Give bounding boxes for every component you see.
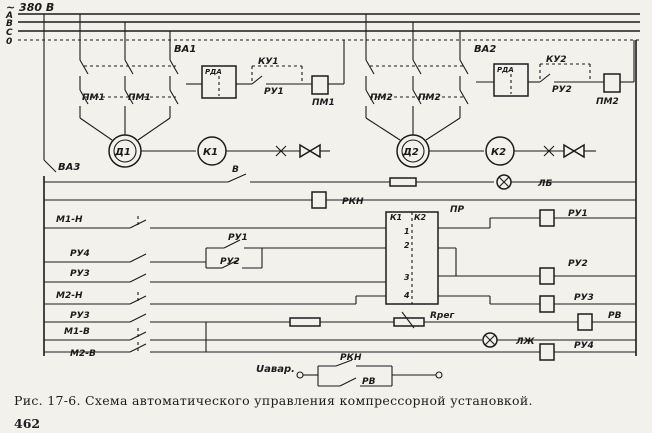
page-number: 462	[14, 416, 41, 431]
coil-ru1-label: РУ1	[568, 209, 588, 219]
coil-ru2	[539, 267, 555, 285]
switch-m2v-label: М2-В	[70, 349, 96, 359]
phase-0-label: 0	[6, 37, 12, 47]
rreg-label: Rрег	[430, 311, 454, 321]
switch-m2n-label: М2-Н	[56, 291, 83, 301]
unit2-breaker-label: ВА2	[474, 44, 496, 55]
unit2-motor-label: Д2	[402, 147, 419, 158]
unit1-breaker-label: ВА1	[174, 44, 196, 55]
switch-m1v-label: М1-В	[64, 327, 90, 337]
power-buses: ~ 380 В А В С 0	[5, 1, 640, 47]
terminal-4: 4	[403, 291, 410, 300]
unit1-rda-label: РДА	[205, 68, 222, 76]
coil-ru4-label: РУ4	[574, 341, 594, 351]
unit2-rda-label: РДА	[497, 66, 514, 74]
contact-ru4-label: РУ4	[70, 249, 90, 259]
switch-b-label: В	[232, 165, 239, 175]
rkn-coil-label: РКН	[342, 197, 364, 207]
phase-b-label: В	[6, 19, 13, 29]
coil-rv	[577, 313, 593, 331]
figure-caption: Рис. 17-6. Схема автоматического управле…	[14, 393, 533, 408]
unit1-coil	[311, 75, 329, 95]
lamp-lb-label: ЛБ	[537, 179, 552, 189]
rv-contact-label: РВ	[362, 377, 376, 387]
unit1-rda-box	[201, 65, 237, 99]
coil-ru3	[539, 295, 555, 313]
coil-ru3-label: РУ3	[574, 293, 594, 303]
unit1-motor-label: Д1	[114, 147, 131, 158]
lamp-lzh-label: ЛЖ	[515, 337, 535, 347]
terminal-2: 2	[404, 241, 410, 250]
unit2-coil	[603, 73, 621, 93]
unit2-compressor-label: К2	[491, 147, 506, 158]
control-breaker-label: ВА3	[58, 162, 80, 173]
unit1-compressor-label: К1	[203, 147, 218, 158]
phase-c-label: С	[6, 28, 13, 38]
rkn-coil	[311, 191, 327, 209]
terminal-1: 1	[404, 227, 410, 236]
unit1-valve-label: КУ1	[258, 57, 279, 67]
uavar-label: Uавар.	[256, 364, 295, 375]
unit1-contactor-a: ПМ1	[82, 93, 105, 103]
unit2-coil-label: ПМ2	[596, 97, 619, 107]
unit1-relay-label: РУ1	[264, 87, 284, 97]
coil-ru1	[539, 209, 555, 227]
unit2-relay-label: РУ2	[552, 85, 572, 95]
rkn-contact-label: РКН	[340, 353, 362, 363]
coil-ru2-label: РУ2	[568, 259, 588, 269]
unit1-power-circuit: ВА1 ПМ1 ПМ1 РДА КУ1 РУ1 ПМ1 Д1	[79, 14, 345, 168]
pr-terminal-block	[385, 211, 439, 305]
control-circuit: ВА3 В ЛБ РКН ПР К1 К2 1 2 3 4 М1-Н	[43, 14, 637, 387]
contact-ru1-label: РУ1	[228, 233, 248, 243]
unit1-contactor-b: ПМ1	[128, 93, 151, 103]
contact-ru3a-label: РУ3	[70, 269, 90, 279]
k1-label: К1	[390, 213, 402, 222]
terminal-3: 3	[404, 273, 410, 282]
unit2-contactor-a: ПМ2	[370, 93, 393, 103]
coil-ru4	[539, 343, 555, 361]
phase-a-label: А	[5, 11, 13, 21]
pr-label: ПР	[450, 205, 465, 215]
coil-rv-label: РВ	[608, 311, 622, 321]
unit2-rda-box	[493, 63, 529, 97]
unit2-contactor-b: ПМ2	[418, 93, 441, 103]
supply-label: ~ 380 В	[6, 1, 54, 14]
switch-m1n-label: М1-Н	[56, 215, 83, 225]
unit1-coil-label: ПМ1	[312, 98, 335, 108]
unit2-valve-label: КУ2	[546, 55, 567, 65]
contact-ru3b-label: РУ3	[70, 311, 90, 321]
k2-label: К2	[414, 213, 427, 222]
unit2-power-circuit: ВА2 ПМ2 ПМ2 РДА КУ2 РУ2 ПМ2 Д2 К2	[365, 14, 635, 168]
contact-ru2-label: РУ2	[220, 257, 240, 267]
